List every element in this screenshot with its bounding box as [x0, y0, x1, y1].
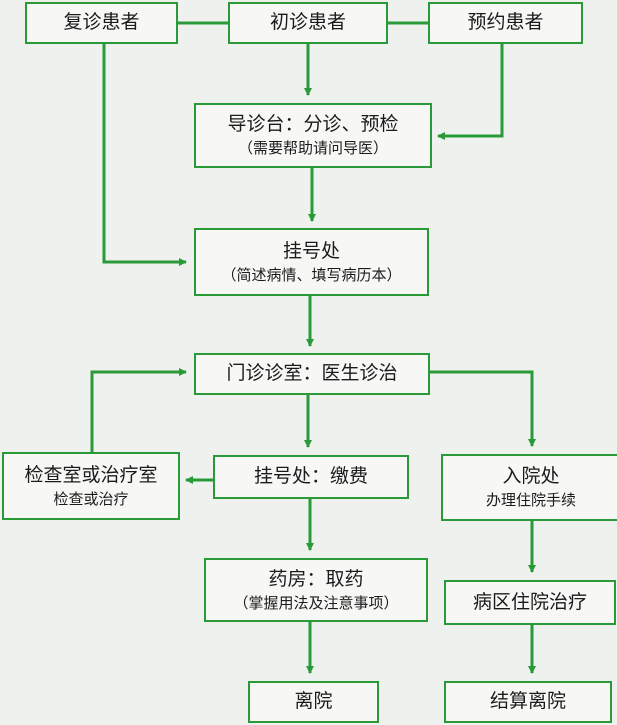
- node-first-visit: 初诊患者: [228, 2, 388, 44]
- node-title: 病区住院治疗: [472, 590, 587, 613]
- node-appointment: 预约患者: [428, 2, 583, 44]
- node-title: 结算离院: [489, 690, 566, 713]
- node-title: 挂号处：缴费: [253, 465, 368, 488]
- node-guide-desk: 导诊台：分诊、预检 （需要帮助请问导医）: [194, 103, 432, 168]
- node-title: 药房：取药: [268, 567, 364, 590]
- node-title: 预约患者: [467, 11, 544, 34]
- node-exam-room: 检查室或治疗室 检查或治疗: [2, 452, 180, 520]
- node-title: 门诊诊室：医生诊治: [226, 362, 398, 385]
- node-subtitle: （简述病情、填写病历本）: [221, 265, 402, 284]
- arrow-return-to-registration: [102, 44, 187, 266]
- node-title: 复诊患者: [63, 11, 140, 34]
- node-title: 入院处: [502, 465, 560, 488]
- node-subtitle: 检查或治疗: [53, 489, 129, 508]
- node-registration: 挂号处 （简述病情、填写病历本）: [194, 228, 429, 296]
- node-subtitle: （需要帮助请问导医）: [237, 139, 388, 157]
- node-return-patient: 复诊患者: [25, 2, 178, 44]
- node-title: 挂号处: [282, 239, 340, 262]
- node-subtitle: 办理住院手续: [485, 491, 576, 509]
- arrow-exam-to-clinic: [90, 368, 187, 452]
- node-title: 初诊患者: [269, 11, 346, 34]
- node-subtitle: （掌握用法及注意事项）: [233, 593, 399, 612]
- node-pharmacy: 药房：取药 （掌握用法及注意事项）: [204, 558, 428, 622]
- node-title: 离院: [294, 690, 333, 713]
- arrow-appointment-to-guide: [437, 44, 504, 140]
- node-leave: 离院: [248, 681, 379, 723]
- node-clinic: 门诊诊室：医生诊治: [194, 353, 430, 395]
- node-discharge: 结算离院: [444, 681, 612, 723]
- arrow-clinic-to-admission: [430, 370, 536, 447]
- node-title: 检查室或治疗室: [24, 463, 158, 486]
- node-payment: 挂号处：缴费: [213, 455, 409, 499]
- node-ward: 病区住院治疗: [444, 580, 616, 625]
- node-admission: 入院处 办理住院手续: [441, 454, 617, 521]
- node-title: 导诊台：分诊、预检: [227, 113, 399, 136]
